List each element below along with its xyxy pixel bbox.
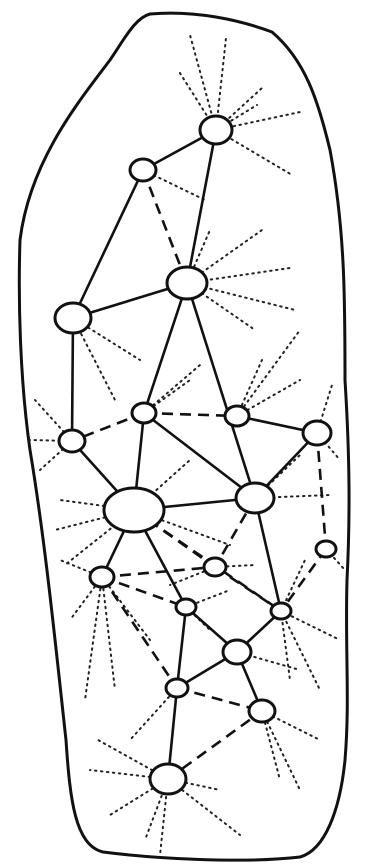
network-node <box>167 267 207 299</box>
network-node <box>200 116 232 144</box>
network-node <box>90 567 114 587</box>
network-node <box>176 599 196 615</box>
network-node <box>166 679 188 697</box>
network-node <box>316 541 336 557</box>
network-node <box>249 700 275 722</box>
network-node <box>59 430 85 452</box>
network-node <box>130 159 156 181</box>
network-node <box>223 640 251 664</box>
network-node <box>271 603 291 619</box>
network-node <box>303 421 331 445</box>
network-node <box>132 403 156 423</box>
network-node <box>204 558 226 576</box>
network-node <box>55 303 91 333</box>
solid-edge <box>72 318 73 441</box>
network-node <box>225 406 249 426</box>
network-node <box>150 764 186 794</box>
network-node <box>236 483 274 513</box>
network-node <box>104 488 164 532</box>
